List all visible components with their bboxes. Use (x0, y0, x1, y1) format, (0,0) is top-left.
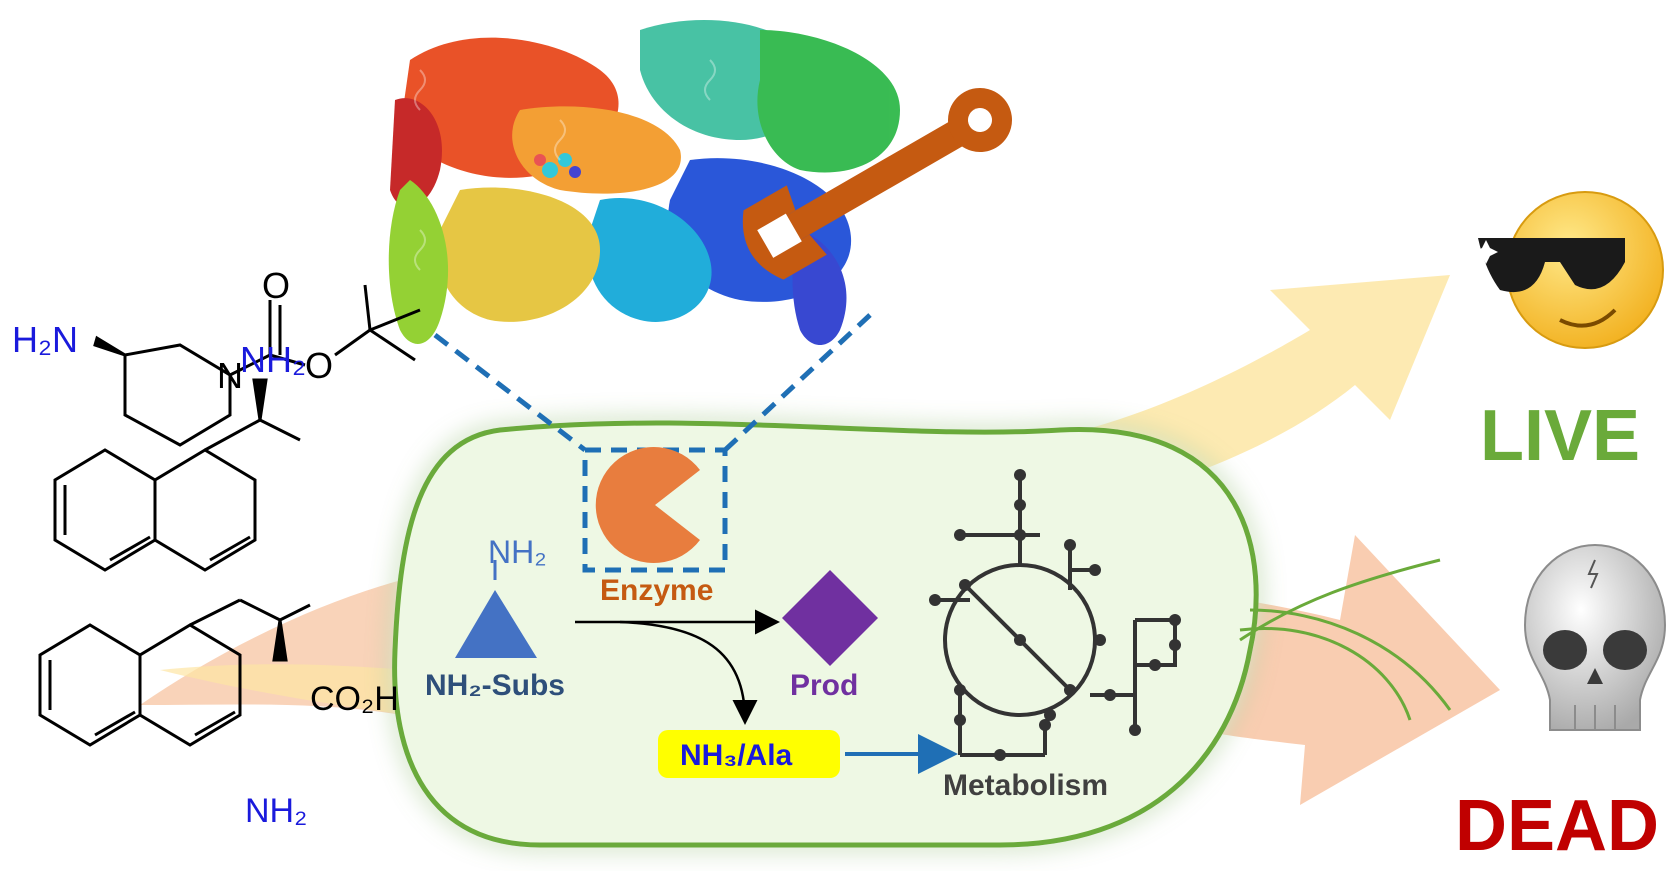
molecule-boc-aminopiperidine: H₂N N O O (12, 265, 421, 447)
metabolic-network-icon: Metabolism (929, 469, 1181, 802)
wrench-icon (742, 88, 1012, 280)
enzyme-label: Enzyme (600, 574, 713, 607)
metabolism-label: Metabolism (943, 769, 1108, 802)
product-group: Prod (782, 570, 878, 702)
skull-emoji-icon (1523, 543, 1667, 731)
substrate-amine-label: NH₂ (488, 534, 547, 570)
sunglasses-emoji-icon (1474, 191, 1664, 349)
live-label: LIVE (1480, 396, 1640, 476)
molecule-naphthylethylamine: NH₂ (53, 339, 306, 572)
naphthylethylamine-amine-label: NH₂ (240, 339, 306, 380)
reaction-arrows (575, 609, 780, 725)
boc-n-label: N (217, 355, 243, 396)
boc-ester-o-label: O (305, 345, 333, 386)
toxicity-lines (1239, 558, 1452, 721)
enzyme-group: Enzyme (595, 446, 713, 607)
boc-amine-label: H₂N (12, 319, 78, 360)
product-label: Prod (790, 669, 858, 702)
naphthylalanine-amine-label: NH₂ (245, 792, 307, 830)
molecule-naphthylalanine: CO₂H NH₂ (38, 598, 399, 830)
triangle-substrate-icon (455, 590, 537, 658)
dead-label: DEAD (1455, 786, 1659, 866)
byproduct-label: NH₃/Ala (680, 739, 793, 772)
substrate-group: NH₂ NH₂-Subs (425, 534, 565, 702)
naphthylalanine-acid-label: CO₂H (310, 680, 399, 718)
diamond-product-icon (782, 570, 878, 666)
substrate-label: NH₂-Subs (425, 669, 565, 702)
byproduct-group: NH₃/Ala (658, 730, 958, 778)
pacman-enzyme-icon (595, 446, 700, 563)
zoom-lines (433, 313, 872, 573)
boc-carbonyl-o-label: O (262, 265, 290, 306)
protein-structure-icon (388, 20, 900, 345)
